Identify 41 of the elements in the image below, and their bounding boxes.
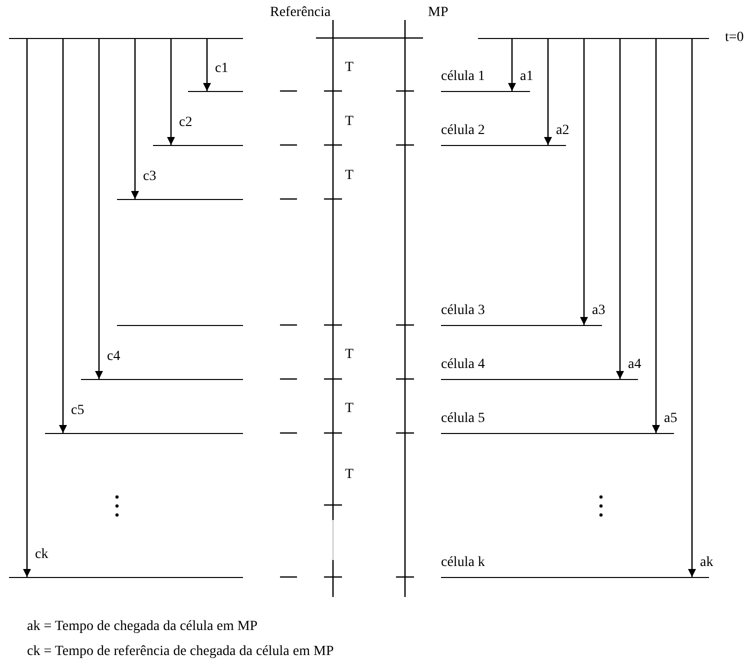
arrow [203,38,211,91]
period-label: T [345,401,354,417]
edge-label: c1 [215,61,228,77]
edge-label: c2 [179,115,192,131]
edge-label: c5 [71,403,84,419]
period-label: T [345,114,354,130]
period-label: T [345,60,354,76]
axis-title: MP [428,5,448,21]
beside-text: célula 5 [441,411,485,427]
note: ak = Tempo de chegada da célula em MP [27,619,258,635]
period-label: T [345,347,354,363]
note: ck = Tempo de referência de chegada da célula em MP [27,644,334,660]
arrow [23,38,31,577]
arrow [167,38,175,145]
arrow [95,38,103,379]
period-label: T [345,168,354,184]
edge-label: a5 [664,411,678,427]
edge-label: c4 [107,349,120,365]
arrow [131,38,139,199]
beside-text: célula 2 [441,123,485,139]
axis-title: Referência [270,5,331,21]
beside-text: célula k [441,555,485,571]
edge-label: ak [700,555,714,571]
beside-text: célula 3 [441,303,485,319]
edge-label: a2 [556,123,570,139]
arrow [688,38,696,577]
arrow [508,38,516,91]
beside-text: célula 1 [441,69,485,85]
edge-label: ck [35,547,48,563]
arrow [59,38,67,433]
arrow [544,38,552,145]
beside-text: célula 4 [441,357,485,373]
arrow [652,38,660,433]
edge-label: a3 [592,303,606,319]
edge-label: a1 [520,69,534,85]
arrow [580,38,588,325]
period-label: T [345,467,354,483]
time-label: t=0 [725,30,744,46]
edge-label: c3 [143,169,156,185]
arrow [616,38,624,379]
edge-label: a4 [628,357,642,373]
